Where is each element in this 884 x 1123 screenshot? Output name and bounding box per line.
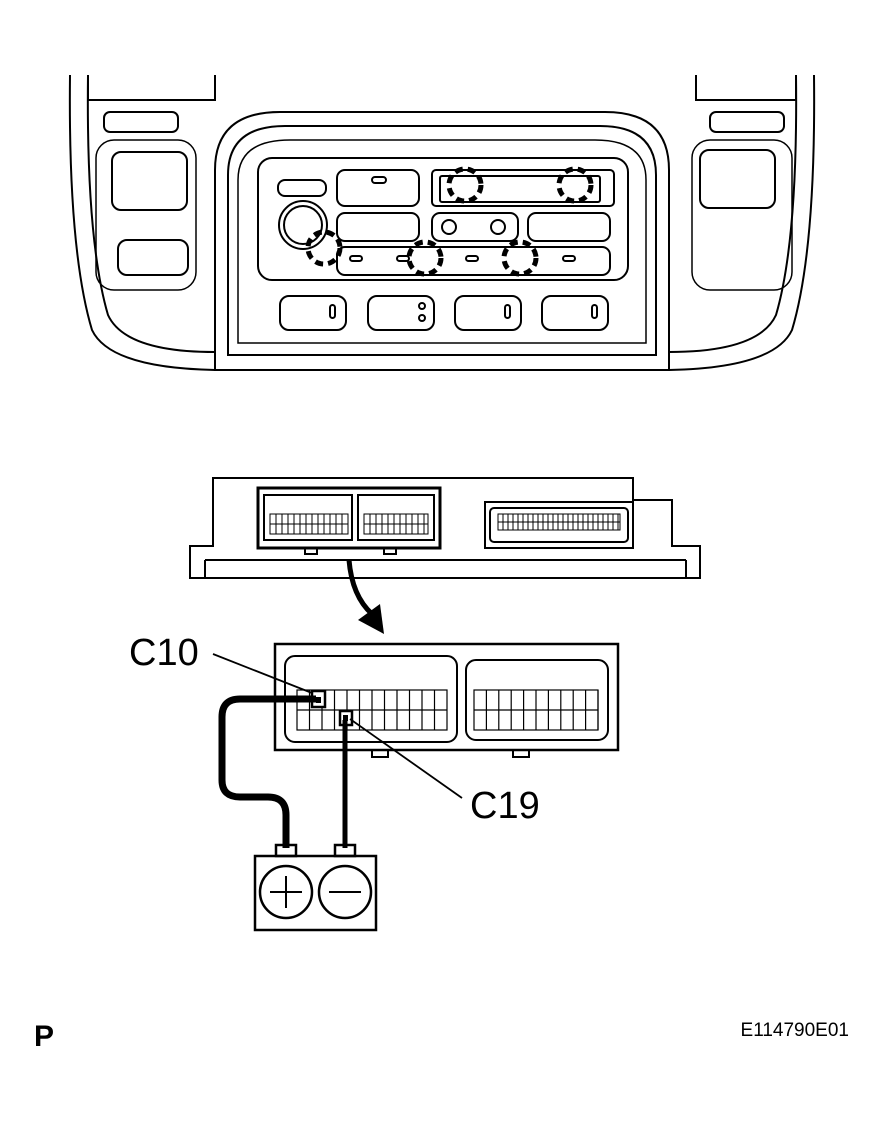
leader-line-c19 <box>349 718 463 799</box>
clip-location-markers <box>305 166 594 277</box>
connector-pin-grid-closeup <box>296 689 599 731</box>
positive-lead-wire <box>218 695 316 848</box>
label-c19: C19 <box>470 785 540 827</box>
dashboard-center-panel <box>68 74 816 371</box>
figure-code: E114790E01 <box>741 1020 849 1041</box>
connector-pin-grid-rear <box>269 513 621 535</box>
leader-line-c10 <box>212 653 313 694</box>
label-c10: C10 <box>129 632 199 674</box>
control-unit-rear <box>189 477 701 579</box>
page-marker: P <box>34 1020 54 1053</box>
battery <box>253 843 378 932</box>
direction-arrow <box>346 559 384 634</box>
battery-positive-symbol <box>270 876 302 908</box>
